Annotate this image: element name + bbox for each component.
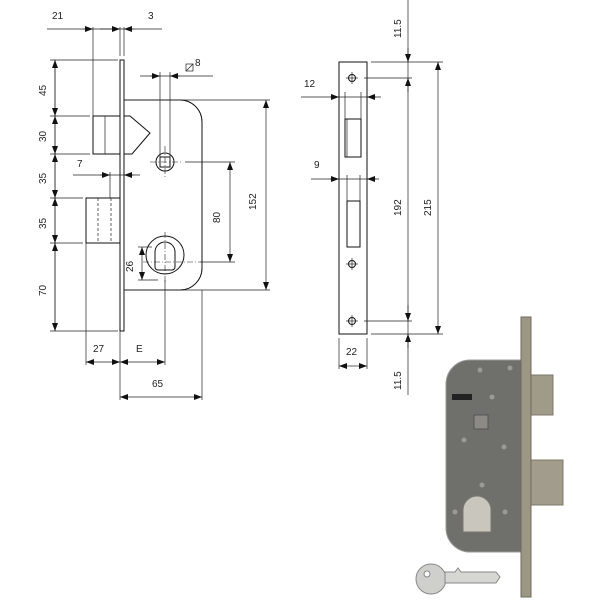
dim-3: 3: [148, 11, 154, 22]
deadbolt: [85, 197, 121, 244]
dim-e: E: [136, 344, 143, 355]
photo-key: [415, 563, 501, 595]
screw-hole-middle: [346, 258, 358, 270]
dim-35-b: 35: [38, 217, 49, 229]
dim-7: 7: [77, 159, 83, 170]
dim-11-5-top: 11.5: [393, 19, 404, 38]
dim-30: 30: [38, 130, 49, 142]
dim-21: 21: [52, 11, 64, 22]
photo-faceplate: [520, 316, 532, 598]
dim-12: 12: [304, 79, 316, 90]
dim-9: 9: [314, 160, 320, 171]
screw-hole-bottom: [346, 315, 358, 327]
dim-8: 8: [195, 58, 201, 69]
dim-11-5-bottom: 11.5: [393, 371, 404, 390]
dim-152: 152: [248, 193, 259, 210]
lock-body: [124, 99, 203, 291]
dim-22: 22: [346, 347, 358, 358]
dim-215: 215: [423, 199, 434, 216]
dim-45: 45: [38, 84, 49, 96]
side-view-dimensions: 21 3 8 45 30 35 35 70 7: [38, 11, 270, 400]
dim-192: 192: [393, 199, 404, 216]
dim-35-a: 35: [38, 172, 49, 184]
dim-80: 80: [212, 211, 223, 223]
deadbolt-opening: [346, 200, 361, 248]
faceplate: [119, 59, 125, 332]
lock-photo: [415, 316, 564, 598]
latch-bolt: [92, 115, 121, 155]
dim-70: 70: [38, 284, 49, 296]
photo-spindle: [473, 414, 489, 430]
latch-bolt-tip: [124, 115, 151, 155]
screw-hole-top: [346, 72, 358, 84]
dim-26: 26: [125, 260, 136, 272]
dim-65: 65: [152, 379, 164, 390]
cylinder-profile: [154, 241, 176, 271]
photo-cylinder: [462, 495, 492, 533]
square-symbol: [185, 63, 194, 72]
strike-plate: [338, 61, 368, 335]
latch-opening: [344, 118, 362, 158]
dim-27: 27: [93, 344, 105, 355]
strike-plate-dimensions: 12 9 11.5 192 215 11.5 22: [301, 0, 443, 395]
lock-side-view: [85, 59, 203, 332]
